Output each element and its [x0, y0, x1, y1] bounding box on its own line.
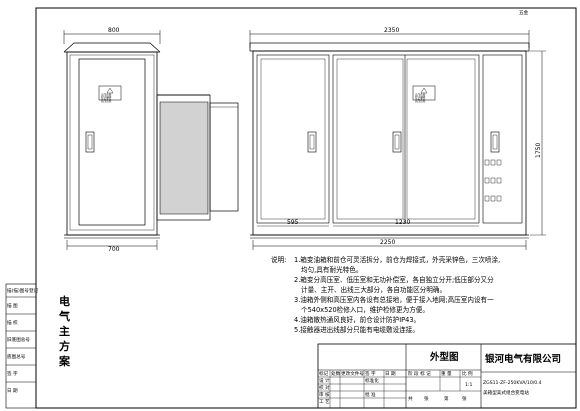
tb-sheet-unit-2: 张: [462, 395, 467, 402]
side-body: [66, 51, 158, 236]
vent-slots: [484, 159, 502, 202]
tb-attr-stage: 阶 段 标 记: [408, 370, 431, 377]
vertical-title-char-3: 主: [59, 324, 70, 338]
note-line-3: 2.箱变分高压室、低压室和无功补偿室，各自独立分开;低压部分又分: [294, 275, 494, 284]
tb-role-design: 设 计: [319, 377, 330, 384]
vertical-title-char-2: 气: [58, 309, 70, 323]
product-model: ZGS11-ZF-250KVA/10/0.4: [483, 380, 542, 386]
tb-role-review: 审 核: [319, 391, 330, 398]
note-line-5: 3.油箱外侧和高压室内各设有总接地，便于接入地网;高压室内设有一: [294, 295, 494, 304]
note-line-7: 4.油箱散热通风良好，前仓设计防护IP43。: [294, 315, 420, 324]
high-voltage-compartment: [332, 54, 480, 224]
side-label-line-2: 禁止攀登: [101, 96, 112, 100]
note-line-8: 5.接触器进出线部分只能有电缆敷设连接。: [294, 325, 419, 334]
front-roof: [249, 42, 530, 52]
side-view: 800 高压危险 禁止攀登 高压危险 700: [63, 27, 161, 253]
front-label-line-1: 高压危险: [415, 93, 426, 97]
warning-triangle-icon: [420, 87, 428, 94]
dim-front-top: 2350: [384, 27, 399, 34]
strip-cell-7: 日 期: [7, 388, 18, 394]
dim-side-top: 800: [108, 27, 120, 34]
left-register-strip: 描(描)图号登记 描 图 描 校 旧底图总号 底图总号 签 字 日 期: [5, 283, 39, 409]
dim-right-section: 1230: [395, 219, 410, 226]
strip-cell-6: 签 字: [7, 370, 18, 377]
side-warning-label: [98, 85, 122, 101]
sheet-border: [35, 7, 577, 409]
logo: 五金: [519, 9, 529, 16]
front-view: 2350 高压危险 禁止攀登 高压危险: [249, 27, 546, 250]
note-line-6: 个540x520检修入口，维护检修更为方便。: [301, 305, 429, 314]
note-line-4: 计量、主开、出线三大部分，各自功能区分明确。: [301, 285, 446, 294]
transformer-box: [209, 102, 239, 212]
tb-head-mark: 标记: [319, 370, 329, 377]
vertical-title-char-5: 案: [58, 354, 71, 368]
low-voltage-compartment: [256, 54, 330, 224]
tb-sheet-no: 第: [444, 395, 449, 402]
product-name: 美箱型美式组合变电站: [483, 389, 529, 396]
tb-head-count: 处数: [331, 370, 341, 377]
tb-role-process: 工 艺: [319, 399, 330, 405]
tb-attr-weight: 重 量: [441, 370, 452, 377]
side-roof: [63, 42, 161, 53]
note-line-1: 1.箱变油箱和前仓可灵活拆分，前仓为焊接式，外壳采锌色，三次喷涂,: [294, 255, 500, 264]
dim-side-base: 700: [108, 246, 120, 253]
tb-role-approve: 批 准: [365, 391, 376, 398]
vertical-title-char-4: 方: [59, 339, 70, 353]
vertical-title: 电 气 主 方 案: [58, 294, 71, 368]
door-handle: [490, 131, 500, 153]
vertical-title-char-1: 电: [59, 294, 70, 308]
drawing-name: 外型图: [429, 351, 459, 363]
strip-cell-2: 描 图: [7, 302, 18, 309]
front-body: [252, 50, 527, 236]
side-door-handle: [85, 131, 95, 153]
door-handle: [392, 131, 402, 153]
tb-attr-scale: 比 例: [462, 370, 473, 377]
tb-sheet-total: 共: [408, 395, 413, 402]
side-label-line-3: 高压危险: [101, 99, 112, 103]
dim-front-base: 2250: [380, 239, 395, 246]
company-name: 银河电气有限公司: [485, 353, 561, 365]
tb-scale-value: 1:1: [465, 382, 472, 388]
strip-cell-3: 描 校: [7, 319, 18, 326]
front-warning-label: [412, 85, 436, 101]
tb-role-standard: 标准化: [365, 377, 379, 384]
capacitor-compartment: [482, 54, 523, 224]
front-label-line-2: 禁止攀登: [415, 96, 426, 100]
transformer-radiator: [156, 94, 239, 221]
title-block: 标记 处数 更改文件号 签 字 日 期 设 计 校 对 审 核 工 艺 标准化 …: [317, 343, 577, 409]
strip-cell-1: 描(描)图号登记: [7, 287, 39, 294]
strip-cell-4: 旧底图总号: [7, 336, 30, 343]
side-label-line-1: 高压危险: [101, 93, 112, 97]
dim-left-section: 595: [287, 219, 299, 226]
front-label-line-3: 高压危险: [415, 99, 426, 103]
dim-height: 1750: [535, 143, 542, 158]
door-handle: [307, 131, 317, 153]
tb-head-file: 更改文件号: [341, 370, 364, 377]
notes-lead: 说明:: [271, 255, 286, 264]
strip-cell-5: 底图总号: [7, 353, 26, 360]
warning-triangle-icon: [106, 87, 114, 94]
side-door-panel: [78, 58, 146, 226]
tb-sheet-unit-1: 张: [424, 395, 429, 402]
tb-role-check: 校 对: [319, 384, 330, 391]
hv-door-left: [336, 58, 404, 220]
tb-head-sign: 签 字: [365, 370, 376, 377]
notes-block: 说明: 1.箱变油箱和前仓可灵活拆分，前仓为焊接式，外壳采锌色，三次喷涂, 均匀…: [271, 255, 500, 334]
hv-door-right: [406, 58, 476, 220]
tb-head-date: 日 期: [385, 371, 396, 377]
note-line-2: 均匀,具有耐光特色。: [301, 265, 362, 274]
